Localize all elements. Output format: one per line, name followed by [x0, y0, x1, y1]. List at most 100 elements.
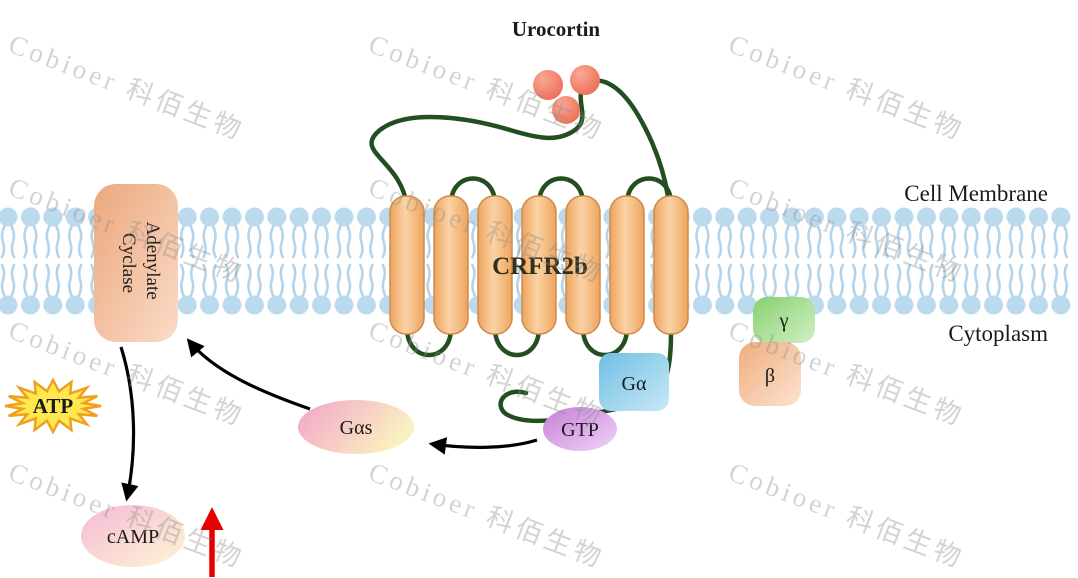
lipid-tail — [928, 263, 934, 298]
lipid-tail — [839, 263, 845, 298]
lipid-tail — [269, 224, 275, 259]
lipid-tail — [179, 224, 185, 259]
lipid-tail — [211, 224, 217, 259]
lipid-tail — [381, 224, 387, 259]
lipid-head — [43, 207, 63, 227]
lipid-tail — [314, 224, 320, 259]
lipid-tail — [919, 263, 925, 298]
lipid-head — [804, 207, 824, 227]
lipid-tail — [471, 263, 477, 298]
lipid-tail — [1008, 263, 1014, 298]
lipid-tail — [739, 224, 745, 259]
lipid-head — [894, 295, 914, 315]
lipid-tail — [291, 224, 297, 259]
lipid-tail — [717, 263, 723, 298]
lipid-tail — [67, 263, 73, 298]
lipid-tail — [256, 263, 262, 298]
lipid-head — [334, 207, 354, 227]
lipid-tail — [883, 224, 889, 259]
tm-helix-2 — [433, 195, 469, 335]
receptor-helices — [389, 195, 689, 335]
lipid-tail — [986, 263, 992, 298]
lipid-tail — [995, 263, 1001, 298]
lipid-head — [356, 207, 376, 227]
lipid-tail — [771, 224, 777, 259]
lipid-tail — [951, 224, 957, 259]
lipid-tail — [896, 224, 902, 259]
beta-subunit-shape — [739, 342, 801, 406]
lipid-head — [760, 207, 780, 227]
lipid-head — [289, 207, 309, 227]
beta-subunit-label: β — [765, 365, 775, 387]
lipid-tail — [986, 224, 992, 259]
g-alpha-label: Gα — [622, 373, 647, 395]
lipid-tail — [189, 263, 195, 298]
lipid-tail — [77, 263, 83, 298]
lipid-tail — [301, 263, 307, 298]
lipid-tail — [883, 263, 889, 298]
lipid-tail — [816, 224, 822, 259]
lipid-head — [872, 207, 892, 227]
ligand-ball-1 — [533, 70, 563, 100]
lipid-head — [1051, 295, 1071, 315]
lipid-tail — [807, 224, 813, 259]
lipid-tail — [829, 263, 835, 298]
receptor-name-label: CRFR2b — [492, 253, 588, 280]
lipid-tail — [1018, 263, 1024, 298]
lipid-head — [20, 207, 40, 227]
lipid-tail — [839, 224, 845, 259]
atp-label: ATP — [33, 394, 74, 418]
g-alpha-shape — [599, 353, 669, 411]
lipid-tail — [995, 224, 1001, 259]
lipid-tail — [1040, 224, 1046, 259]
lipid-tail — [739, 263, 745, 298]
lipid-head — [961, 207, 981, 227]
lipid-tail — [301, 224, 307, 259]
lipid-tail — [10, 224, 16, 259]
lipid-tail — [269, 263, 275, 298]
intracellular-loop-2 — [492, 325, 542, 358]
lipid-head — [692, 295, 712, 315]
lipid-tail — [279, 224, 285, 259]
lipid-tail — [224, 224, 230, 259]
lipid-tail — [336, 263, 342, 298]
lipid-tail — [515, 263, 521, 298]
lipid-head — [43, 295, 63, 315]
lipid-tail — [704, 263, 710, 298]
lipid-head — [222, 207, 242, 227]
lipid-tail — [55, 263, 61, 298]
g-alpha-s-label: Gαs — [340, 417, 373, 439]
lipid-tail — [224, 263, 230, 298]
lipid-head — [715, 207, 735, 227]
lipid-head — [1006, 295, 1026, 315]
lipid-tail — [346, 224, 352, 259]
lipid-tail — [560, 263, 566, 298]
lipid-tail — [807, 263, 813, 298]
tm-helix-4 — [521, 195, 557, 335]
g-alpha-s-shape — [298, 400, 414, 454]
lipid-tail — [560, 224, 566, 259]
urocortin-label: Urocortin — [512, 17, 601, 41]
lipid-head — [65, 295, 85, 315]
lipid-tail — [906, 224, 912, 259]
lipid-head — [1028, 207, 1048, 227]
lipid-tail — [704, 224, 710, 259]
lipid-tail — [727, 224, 733, 259]
camp-shape — [81, 505, 185, 567]
extracellular-loop-1 — [448, 176, 498, 207]
lipid-tail — [727, 263, 733, 298]
lipid-tail — [829, 224, 835, 259]
lipid-tail — [189, 224, 195, 259]
lipid-tail — [67, 224, 73, 259]
ligand-ball-3 — [552, 96, 580, 124]
lipid-head — [1028, 295, 1048, 315]
lipid-tail — [323, 263, 329, 298]
lipid-tail — [359, 224, 365, 259]
lipid-tail — [0, 263, 6, 298]
lipid-tail — [55, 224, 61, 259]
arrow-gtp-to-gas — [428, 437, 538, 455]
lipid-tail — [1008, 224, 1014, 259]
lipid-tail — [784, 263, 790, 298]
tm-helix-7 — [653, 195, 689, 335]
lipid-tail — [234, 263, 240, 298]
